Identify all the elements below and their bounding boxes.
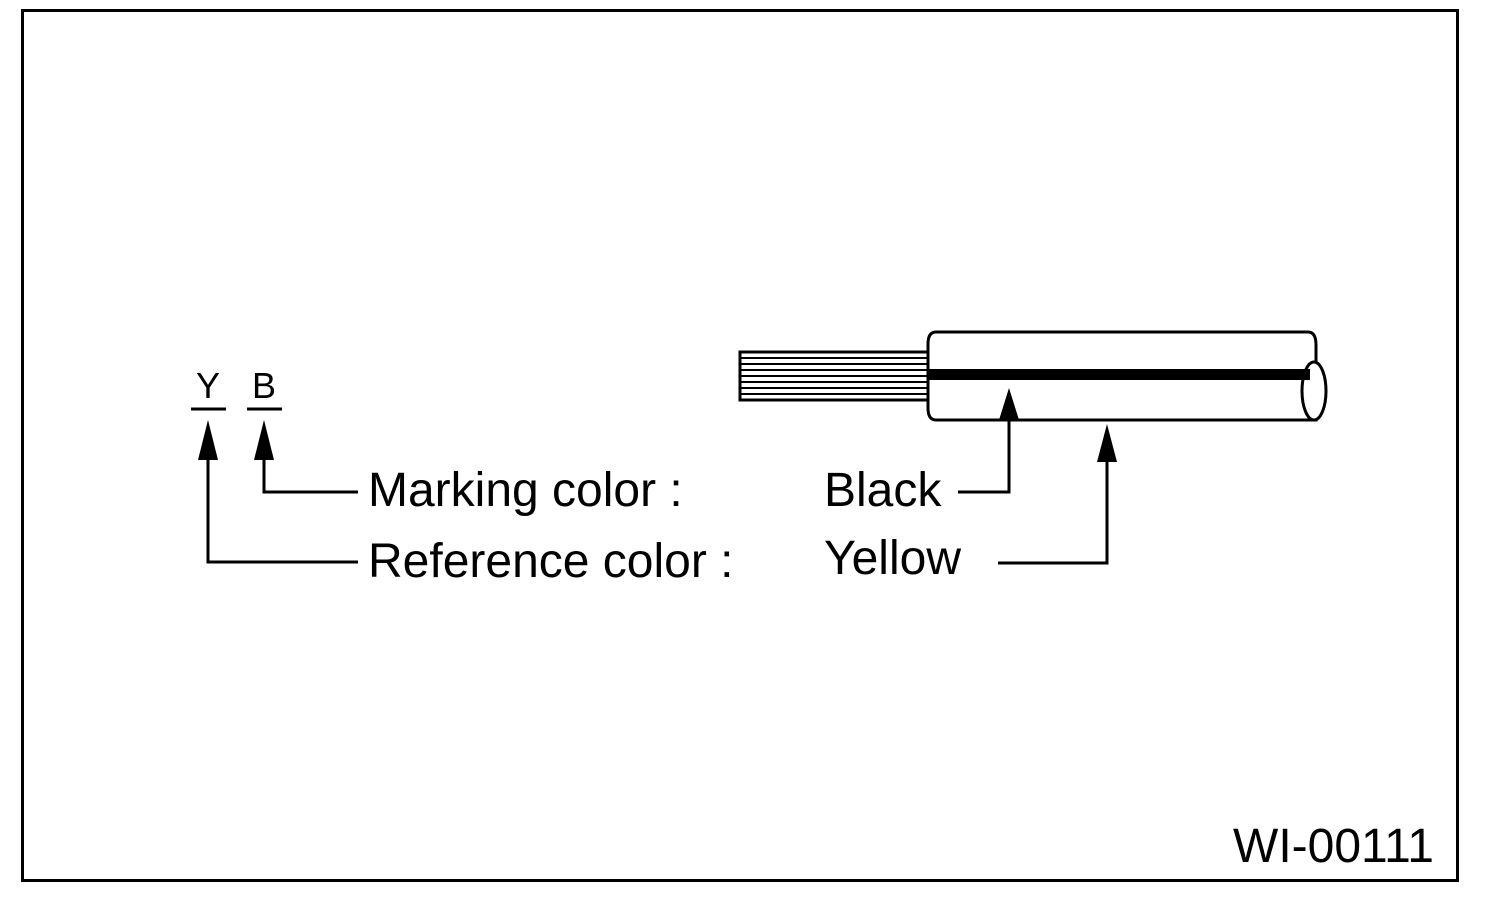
marking-color-label: Marking color :	[368, 464, 683, 517]
stripe-leader-line	[958, 418, 1011, 494]
insulation-leader-line	[998, 460, 1109, 565]
marking-color-value: Black	[824, 464, 942, 517]
reference-leader-line	[206, 458, 358, 564]
marking-stripe	[928, 369, 1310, 380]
marking-leader-line	[262, 458, 358, 494]
marking-letter: B	[252, 365, 276, 406]
reference-color-value: Yellow	[824, 532, 961, 585]
reference-arrow-head	[198, 420, 218, 460]
figure-id: WI-00111	[1233, 820, 1434, 873]
figure-frame	[21, 9, 1459, 882]
wire-strands	[738, 350, 932, 402]
marking-arrow-head	[254, 420, 274, 460]
reference-letter: Y	[196, 365, 220, 406]
stripe-arrow-head	[999, 388, 1019, 420]
reference-color-label: Reference color :	[368, 535, 734, 588]
insulation-arrow-head	[1097, 424, 1117, 462]
